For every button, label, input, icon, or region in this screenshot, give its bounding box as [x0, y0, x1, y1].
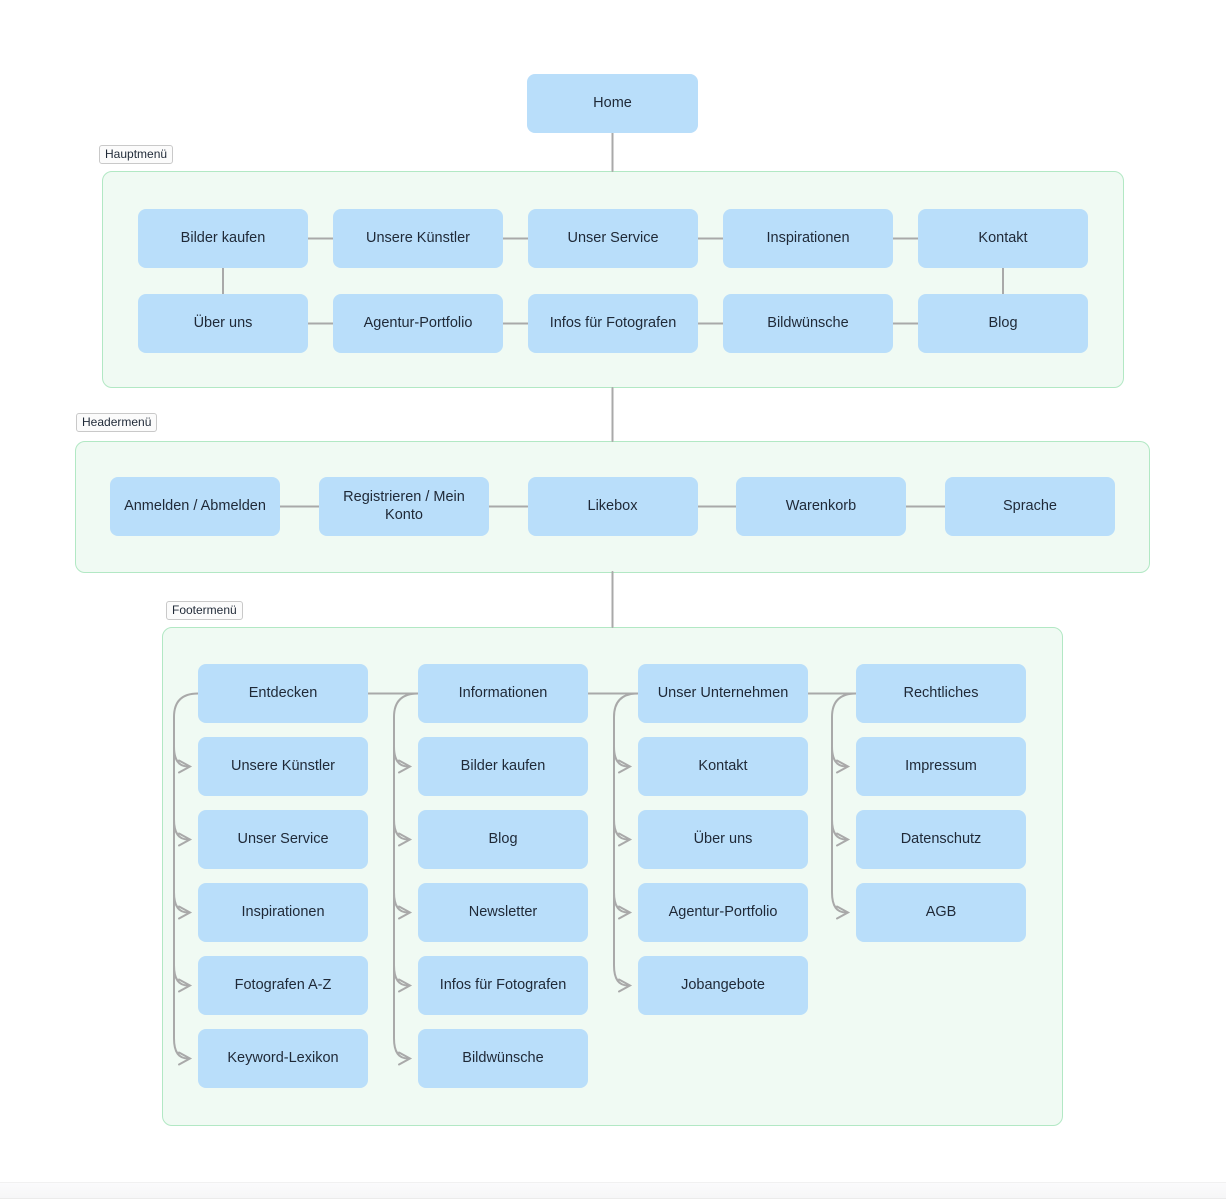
footer-node-agentur-portfolio: Agentur-Portfolio [638, 883, 808, 942]
node-sprache: Sprache [945, 477, 1115, 536]
node-agentur-portfolio: Agentur-Portfolio [333, 294, 503, 353]
footer-node-fotografen-a-z: Fotografen A-Z [198, 956, 368, 1015]
footer-node-unsere-kuenstler: Unsere Künstler [198, 737, 368, 796]
node-bildwuensche: Bildwünsche [723, 294, 893, 353]
footer-node-informationen: Informationen [418, 664, 588, 723]
footermenu-badge: Footermenü [166, 601, 243, 620]
footer-node-agb: AGB [856, 883, 1026, 942]
hauptmenu-container [102, 171, 1124, 388]
footer-node-inspirationen: Inspirationen [198, 883, 368, 942]
node-blog: Blog [918, 294, 1088, 353]
footer-node-unser-service: Unser Service [198, 810, 368, 869]
footer-node-jobangebote: Jobangebote [638, 956, 808, 1015]
node-home: Home [527, 74, 698, 133]
footer-node-blog: Blog [418, 810, 588, 869]
node-registrieren-mein-konto: Registrieren / Mein Konto [319, 477, 489, 536]
footer-node-impressum: Impressum [856, 737, 1026, 796]
footer-node-datenschutz: Datenschutz [856, 810, 1026, 869]
footer-node-keyword-lexikon: Keyword-Lexikon [198, 1029, 368, 1088]
node-ueber-uns: Über uns [138, 294, 308, 353]
node-infos-fuer-fotografen: Infos für Fotografen [528, 294, 698, 353]
node-unser-service: Unser Service [528, 209, 698, 268]
footer-node-kontakt: Kontakt [638, 737, 808, 796]
footer-node-bilder-kaufen: Bilder kaufen [418, 737, 588, 796]
hauptmenu-badge: Hauptmenü [99, 145, 174, 164]
footer-node-entdecken: Entdecken [198, 664, 368, 723]
node-kontakt: Kontakt [918, 209, 1088, 268]
footer-node-ueber-uns: Über uns [638, 810, 808, 869]
node-inspirationen: Inspirationen [723, 209, 893, 268]
node-unsere-kuenstler: Unsere Künstler [333, 209, 503, 268]
node-anmelden-abmelden: Anmelden / Abmelden [110, 477, 280, 536]
footer-node-rechtliches: Rechtliches [856, 664, 1026, 723]
footer-node-unser-unternehmen: Unser Unternehmen [638, 664, 808, 723]
node-likebox: Likebox [527, 477, 698, 536]
page-bottom-strip [0, 1182, 1226, 1199]
node-warenkorb: Warenkorb [736, 477, 906, 536]
headermenu-badge: Headermenü [76, 413, 158, 432]
footer-node-bildwuensche: Bildwünsche [418, 1029, 588, 1088]
node-bilder-kaufen: Bilder kaufen [138, 209, 308, 268]
footer-node-newsletter: Newsletter [418, 883, 588, 942]
footer-node-infos-fuer-fotografen: Infos für Fotografen [418, 956, 588, 1015]
